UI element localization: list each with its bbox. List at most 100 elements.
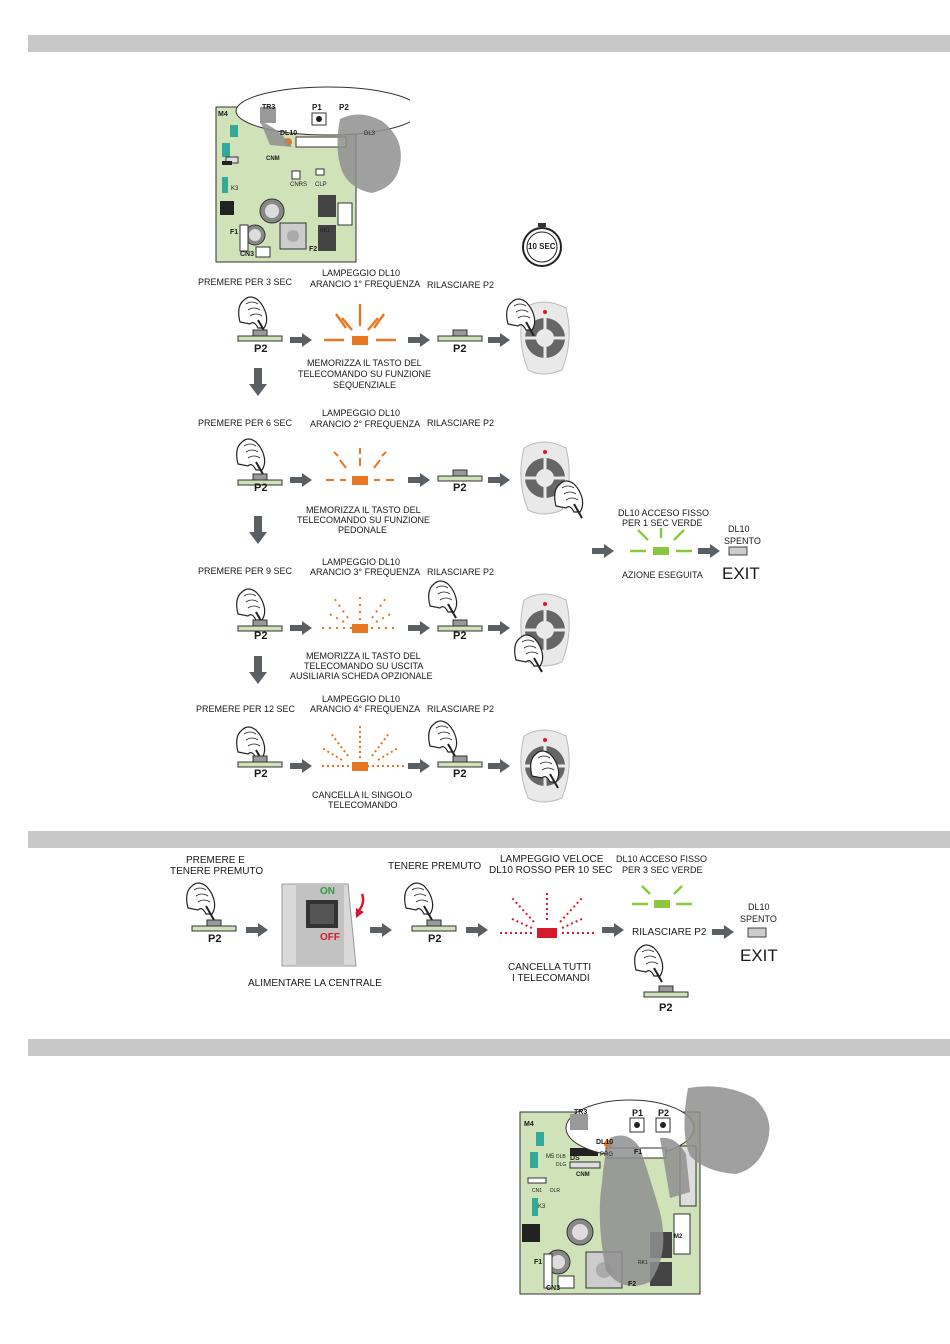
board-label-m4: M4 bbox=[218, 111, 228, 118]
row1-blink-line1: LAMPEGGIO DL10 bbox=[322, 268, 401, 278]
led-orange-3 bbox=[322, 592, 396, 633]
row2-release: RILASCIARE P2 bbox=[427, 418, 495, 428]
board2-label-m5: M5 bbox=[546, 1154, 555, 1160]
board-label-p2: P2 bbox=[339, 103, 349, 112]
sec2-green-1: DL10 ACCESO FISSO bbox=[616, 854, 708, 864]
sec2-press-hold-1: PREMERE E bbox=[186, 855, 245, 866]
board2-label-m2: M2 bbox=[674, 1234, 683, 1240]
sec2-p2-c: P2 bbox=[659, 1002, 673, 1014]
board-illustration-bottom: M4 TR3 P1 P2 DL10 PRG DS CNM M5 K3 F1 CN… bbox=[510, 1082, 780, 1297]
row4-p2-a: P2 bbox=[254, 768, 268, 780]
sec2-p2-b: P2 bbox=[428, 933, 442, 945]
sec2-power: ALIMENTARE LA CENTRALE bbox=[248, 978, 382, 989]
row2-p2-a: P2 bbox=[254, 482, 268, 494]
row1-memo-2: TELECOMANDO SU FUNZIONE bbox=[298, 369, 432, 379]
result1-green-2: PER 1 SEC VERDE bbox=[622, 518, 703, 528]
board-label-f2: F2 bbox=[309, 246, 318, 253]
sec2-fast-2: DL10 ROSSO PER 10 SEC bbox=[489, 865, 613, 876]
row4-memo-2: TELECOMANDO bbox=[328, 800, 398, 810]
switch-on-label: ON bbox=[320, 886, 335, 897]
power-switch bbox=[281, 883, 365, 967]
led-red-fast bbox=[500, 890, 596, 938]
led-orange-1 bbox=[324, 304, 396, 345]
row2-p2-b: P2 bbox=[453, 482, 467, 494]
board2-label-k3: K3 bbox=[538, 1204, 546, 1210]
sec2-cancel-2: I TELECOMANDI bbox=[512, 973, 590, 984]
row2-memo-3: PEDONALE bbox=[338, 525, 388, 535]
row1-release: RILASCIARE P2 bbox=[427, 280, 495, 290]
sec2-off-1: DL10 bbox=[748, 902, 770, 912]
row2-memo-1: MEMORIZZA IL TASTO DEL bbox=[306, 505, 421, 515]
row1-press-label: PREMERE PER 3 SEC bbox=[198, 277, 293, 287]
row4-release: RILASCIARE P2 bbox=[427, 704, 495, 714]
row2-blink-line2: ARANCIO 2° FREQUENZA bbox=[310, 419, 421, 429]
board-label-rk1: RK1 bbox=[320, 228, 330, 234]
sec2-off-2: SPENTO bbox=[740, 914, 777, 924]
row3-press-label: PREMERE PER 9 SEC bbox=[198, 566, 293, 576]
board2-label-f2: F2 bbox=[628, 1281, 637, 1288]
led-orange-2 bbox=[326, 448, 394, 485]
board2-label-rk1: RK1 bbox=[638, 1260, 648, 1266]
board2-label-prg: PRG bbox=[600, 1152, 614, 1158]
result1-exit: EXIT bbox=[722, 564, 760, 583]
sec2-fast-1: LAMPEGGIO VELOCE bbox=[500, 854, 604, 865]
row2-blink-line1: LAMPEGGIO DL10 bbox=[322, 408, 401, 418]
board2-label-dl10: DL10 bbox=[596, 1139, 614, 1146]
board2-label-dlb: DLB bbox=[556, 1154, 566, 1160]
row3-blink-line2: ARANCIO 3° FREQUENZA bbox=[310, 567, 421, 577]
result1-off-2: SPENTO bbox=[724, 536, 761, 546]
led-green-3s bbox=[632, 885, 692, 908]
board-label-dl10: DL10 bbox=[280, 130, 298, 137]
sec2-green-2: PER 3 SEC VERDE bbox=[622, 865, 703, 875]
board-label-cnrs: CNRS bbox=[290, 182, 308, 188]
section-header-bar-2 bbox=[28, 831, 950, 848]
row3-memo-2: TELECOMANDO SU USCITA bbox=[304, 661, 424, 671]
row3-p2-a: P2 bbox=[254, 630, 268, 642]
row1-blink-line2: ARANCIO 1° FREQUENZA bbox=[310, 279, 421, 289]
sec2-p2-a: P2 bbox=[208, 933, 222, 945]
section-header-bar-1 bbox=[28, 35, 950, 52]
board-label-cnm: CNM bbox=[266, 156, 280, 162]
row1-p2-a: P2 bbox=[254, 343, 268, 355]
row4-press-label: PREMERE PER 12 SEC bbox=[196, 704, 296, 714]
row3-blink-line1: LAMPEGGIO DL10 bbox=[322, 557, 401, 567]
led-orange-4 bbox=[321, 724, 406, 771]
row4-memo-1: CANCELLA IL SINGOLO bbox=[312, 790, 413, 800]
row3-release: RILASCIARE P2 bbox=[427, 567, 495, 577]
result1-green-1: DL10 ACCESO FISSO bbox=[618, 508, 710, 518]
row2-memo-2: TELECOMANDO SU FUNZIONE bbox=[297, 515, 431, 525]
row2-press-label: PREMERE PER 6 SEC bbox=[198, 418, 293, 428]
timer-icon: 10 SEC bbox=[520, 222, 564, 268]
result1-done: AZIONE ESEGUITA bbox=[622, 570, 703, 580]
sec2-exit: EXIT bbox=[740, 946, 778, 965]
board-label-tr3: TR3 bbox=[262, 104, 276, 111]
row1-p2-b: P2 bbox=[453, 343, 467, 355]
timer-label: 10 SEC bbox=[528, 242, 556, 251]
board-label-p1: P1 bbox=[312, 103, 322, 112]
board-label-k3: K3 bbox=[231, 186, 239, 192]
sec2-press-hold-2: TENERE PREMUTO bbox=[170, 866, 264, 877]
switch-off-label: OFF bbox=[320, 932, 340, 943]
board2-label-ds: DS bbox=[570, 1155, 580, 1162]
sec2-cancel-1: CANCELLA TUTTI bbox=[508, 962, 592, 973]
board2-label-dlr: DLR bbox=[550, 1188, 561, 1194]
section-header-bar-3 bbox=[28, 1039, 950, 1056]
board2-label-m4: M4 bbox=[524, 1121, 534, 1128]
result1-off-1: DL10 bbox=[728, 524, 750, 534]
board2-label-cnm: CNM bbox=[576, 1172, 590, 1178]
board-label-cn3: CN3 bbox=[240, 251, 255, 258]
board2-label-f1-top: F1 bbox=[634, 1149, 643, 1156]
board2-label-dlg: DLG bbox=[556, 1162, 567, 1168]
board-illustration-top: M4 TR3 P1 P2 DL10 DL3 CNM CNRS CLP K3 F1… bbox=[200, 85, 410, 265]
board2-label-tr3: TR3 bbox=[574, 1109, 588, 1116]
board2-label-p2: P2 bbox=[658, 1108, 670, 1118]
board2-label-p1: P1 bbox=[632, 1108, 644, 1118]
board2-label-f1: F1 bbox=[534, 1259, 543, 1266]
board-label-clp: CLP bbox=[315, 182, 327, 188]
board-label-dl3: DL3 bbox=[364, 131, 376, 137]
row1-memo-1: MEMORIZZA IL TASTO DEL bbox=[307, 358, 422, 368]
led-green-1s bbox=[630, 528, 692, 555]
row4-blink-line1: LAMPEGGIO DL10 bbox=[322, 694, 401, 704]
row4-blink-line2: ARANCIO 4° FREQUENZA bbox=[310, 704, 421, 714]
